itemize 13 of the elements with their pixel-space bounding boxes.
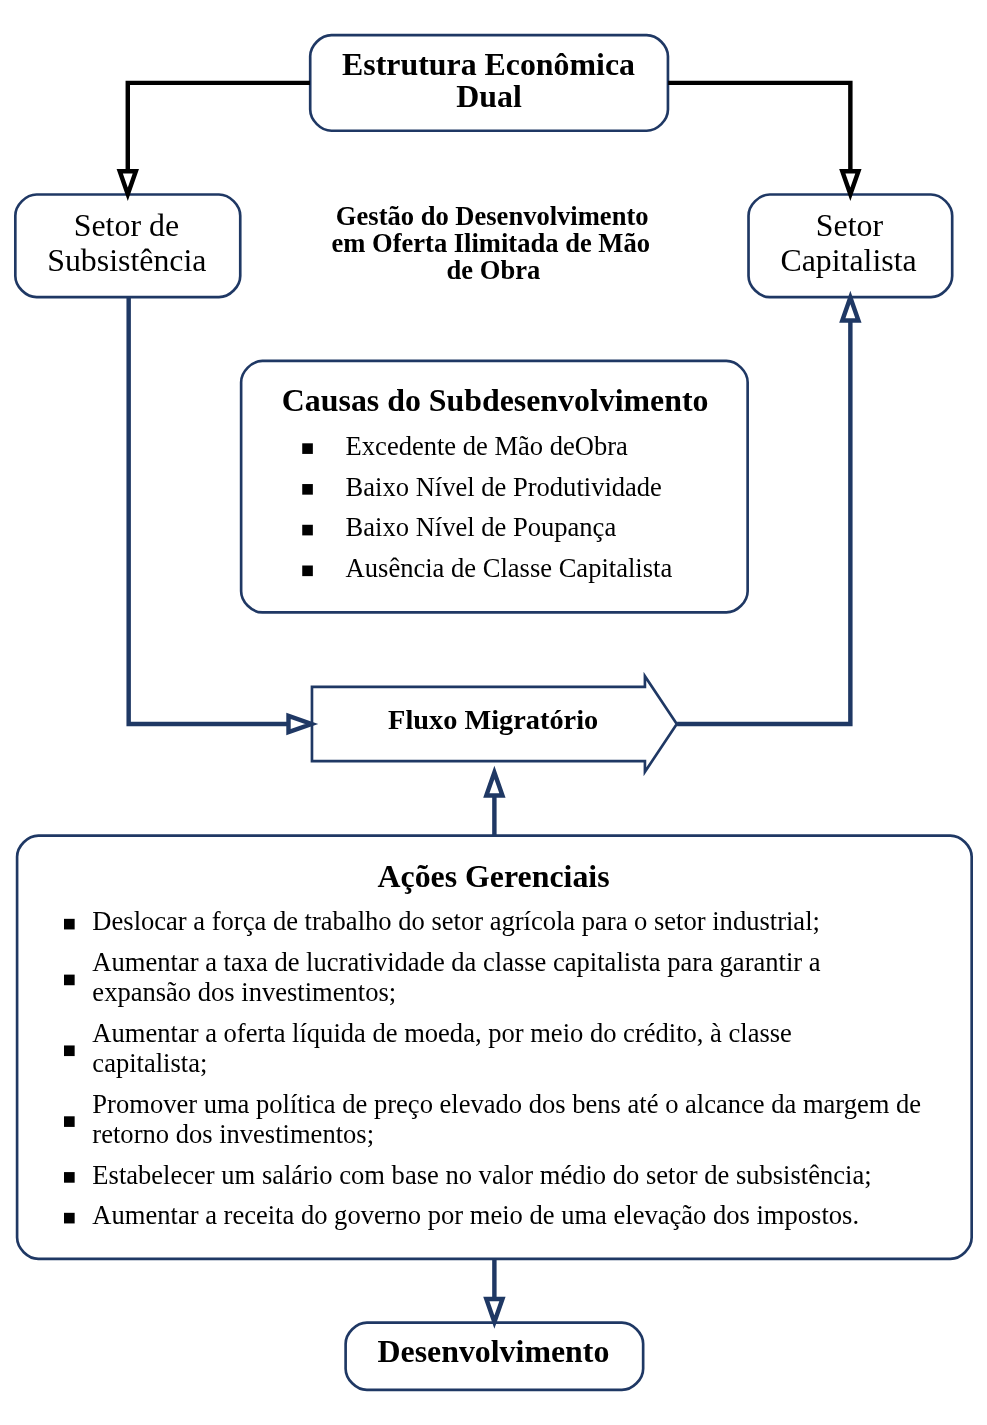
node-box: Ações Gerenciais Deslocar a força de trabalho do setor agrícola para o setor industrial; Aumentar a taxa de lucratividade da classe capitalista para garantir a expansão dos investimentos; Aumentar a oferta líquida de moeda, por meio do crédito, à classe capitalista; Promover uma política de preço elevado dos bens até o alcance da margem de retorno dos investimentos; Estabelecer um salário com base no valor médio do setor de subsistência; Aumentar a receita do governo por meio de uma elevação dos impostos. [15, 834, 973, 1261]
node-box: Causas do Subdesenvolvimento Excedente de Mão deObra Baixo Nível de Produtividade Baixo Nível de Poupança Ausência de Classe Capitalista [239, 359, 749, 614]
label: Gestão do Desenvolvimento em Oferta Ilimitada de Mão de Obra [331, 201, 650, 285]
node-box: Estrutura Econômica Dual [308, 33, 670, 133]
arrow [668, 80, 862, 201]
arrow [116, 80, 310, 201]
arrow [126, 297, 319, 736]
arrow [483, 1259, 506, 1329]
node-box: Setor de Subsistência [14, 193, 242, 299]
arrow [677, 290, 862, 727]
node-box: Desenvolvimento [344, 1321, 645, 1392]
node-box: Setor Capitalista [747, 193, 954, 299]
arrow [483, 765, 506, 836]
